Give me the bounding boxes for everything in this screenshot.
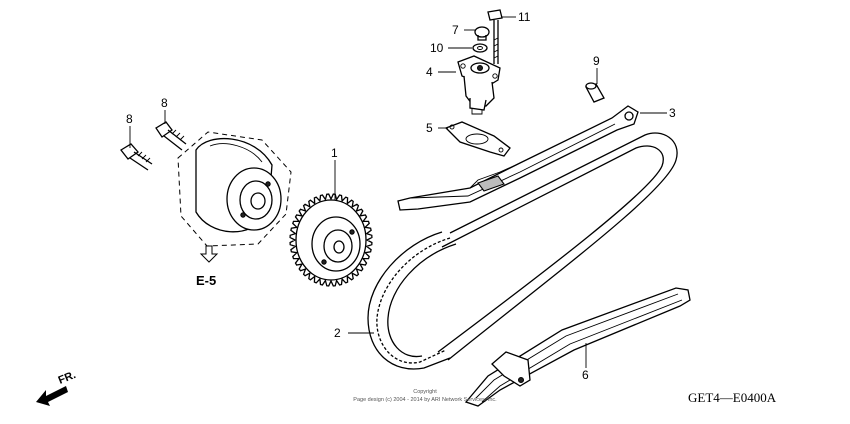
cam-sprocket xyxy=(289,193,373,287)
callout-10: 10 xyxy=(430,41,444,55)
copyright-line-2: Page design (c) 2004 - 2014 by ARI Netwo… xyxy=(353,397,497,403)
dowel-pin xyxy=(585,82,605,103)
callout-2: 2 xyxy=(334,326,341,340)
tensioner-slipper xyxy=(397,105,639,211)
gasket xyxy=(444,121,511,157)
direction-label: FR. xyxy=(57,369,78,387)
callout-8-lower: 8 xyxy=(126,112,133,126)
callout-3: 3 xyxy=(669,106,676,120)
callout-1: 1 xyxy=(331,146,338,160)
tensioner-lifter xyxy=(457,55,501,115)
reference-down-arrow-icon xyxy=(199,245,219,263)
sealing-bolt xyxy=(474,26,490,41)
reference-label: E-5 xyxy=(196,273,216,288)
copyright-line-1: Copyright xyxy=(413,389,437,395)
diagram-code: GET4—E0400A xyxy=(688,390,777,405)
chain-guide xyxy=(464,287,691,407)
callout-5: 5 xyxy=(426,121,433,135)
cam-chain xyxy=(367,132,678,370)
bolt-8-lower xyxy=(120,143,153,171)
callout-6: 6 xyxy=(582,368,589,382)
callout-4: 4 xyxy=(426,65,433,79)
callout-9: 9 xyxy=(593,54,600,68)
assembly-outline xyxy=(177,131,292,247)
callout-7: 7 xyxy=(452,23,459,37)
cam-hub xyxy=(195,138,282,233)
front-direction-arrow-icon xyxy=(36,386,68,406)
long-bolt xyxy=(487,9,503,64)
callout-11: 11 xyxy=(518,10,531,24)
washer xyxy=(472,43,488,53)
bolt-8-upper xyxy=(155,121,187,151)
leader-lines xyxy=(129,16,667,368)
callout-8-upper: 8 xyxy=(161,96,168,110)
